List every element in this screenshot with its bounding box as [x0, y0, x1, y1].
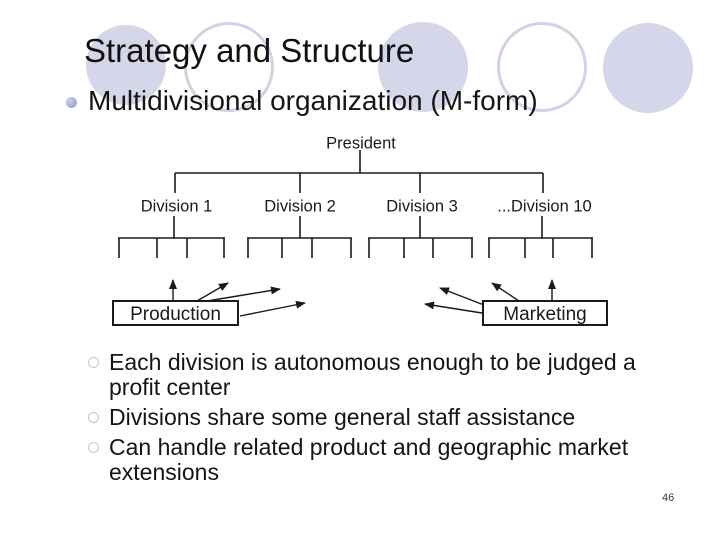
production-arrows-icon — [169, 279, 306, 317]
main-bullet-text: Multidivisional organization (M-form) — [88, 85, 538, 116]
slide-title: Strategy and Structure — [84, 32, 415, 69]
level1-bullet-icon — [66, 97, 77, 108]
org-node-division-10: ...Division 10 — [497, 198, 591, 216]
org-label-marketing: Marketing — [503, 304, 586, 325]
level2-bullet-icon — [88, 357, 99, 368]
decor-circle-filled — [86, 25, 166, 105]
decor-circle-outlined — [497, 22, 587, 112]
org-node-division-2: Division 2 — [264, 198, 336, 216]
level2-bullet-icon — [88, 442, 99, 453]
list-item: Can handle related product and geographi… — [88, 435, 663, 485]
page-number: 46 — [662, 492, 675, 504]
level2-bullet-icon — [88, 412, 99, 423]
decor-circle-filled — [378, 22, 468, 112]
list-item: Each division is autonomous enough to be… — [88, 350, 663, 400]
sub-bullet-text: Can handle related product and geographi… — [109, 434, 629, 485]
org-node-division-1: Division 1 — [141, 198, 213, 216]
marketing-arrows-icon — [424, 279, 556, 314]
sub-bullet-text: Each division is autonomous enough to be… — [109, 349, 636, 400]
decor-circle-outlined — [184, 22, 274, 112]
org-label-production: Production — [130, 304, 221, 325]
org-node-division-3: Division 3 — [386, 198, 458, 216]
org-connector-lines — [118, 150, 593, 258]
list-item: Divisions share some general staff assis… — [88, 405, 663, 430]
sub-bullet-text: Divisions share some general staff assis… — [109, 404, 576, 430]
decor-circle-filled — [603, 23, 693, 113]
sub-bullet-list: Each division is autonomous enough to be… — [88, 350, 663, 490]
org-node-president: President — [326, 135, 396, 153]
org-box-marketing — [482, 300, 608, 326]
org-box-production — [112, 300, 239, 326]
